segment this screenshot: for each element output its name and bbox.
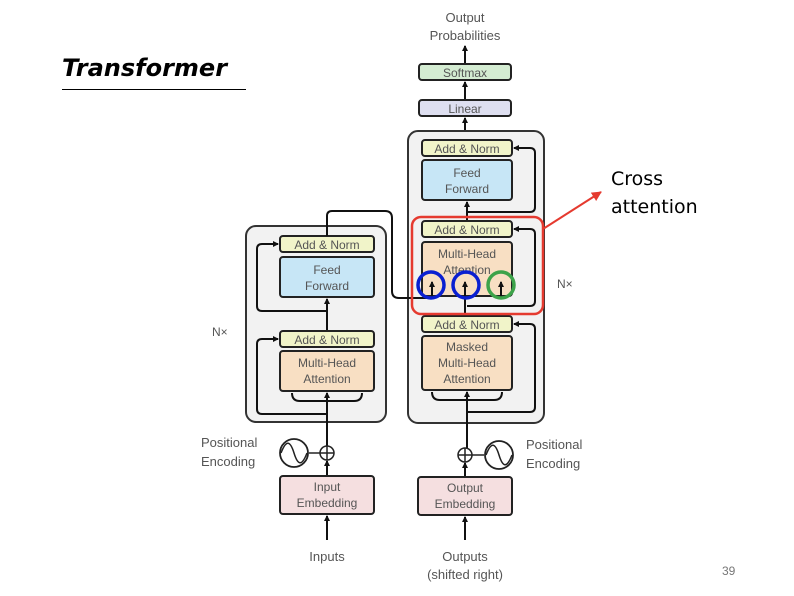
decoder-repeat-label: N× [557, 277, 573, 291]
decoder-residual-cross [467, 226, 536, 307]
cross-attention-highlight [410, 215, 545, 316]
output-probabilities-line2: Probabilities [430, 28, 501, 43]
decoder-feed-forward-line2: Forward [445, 182, 489, 196]
encoder-attention-line2: Attention [303, 372, 350, 386]
encoder-pe-line2: Encoding [201, 454, 255, 469]
encoder-attention [279, 350, 375, 392]
cross-attention-label-line1: Cross [611, 168, 664, 190]
encoder-pe-line1: Positional [201, 435, 257, 450]
output-probabilities-line1: Output [445, 10, 484, 25]
decoder-add-norm-bottom [421, 315, 513, 333]
encoder-to-decoder-connection [326, 210, 432, 299]
encoder-pe-wave [280, 442, 308, 464]
softmax-label: Softmax [443, 66, 487, 80]
cross-attention-label-line2: attention [611, 196, 698, 218]
decoder-pe-line2: Encoding [526, 456, 580, 471]
encoder-feed-forward [279, 256, 375, 298]
key-marker-circle [416, 270, 446, 300]
value-marker-circle [451, 270, 481, 300]
decoder-cross-attention-line1: Multi-Head [438, 247, 496, 261]
decoder-feed-forward-line1: Feed [453, 166, 480, 180]
output-embedding [417, 476, 513, 516]
encoder-add-op-plus [320, 446, 334, 460]
decoder-masked-attention-line2: Multi-Head [438, 356, 496, 370]
decoder-feed-forward [421, 159, 513, 201]
encoder-residual-attn [256, 336, 327, 415]
softmax-box [418, 63, 512, 81]
slide-title: Transformer [62, 54, 228, 82]
encoder-feed-forward-line2: Forward [305, 279, 349, 293]
linear-label: Linear [448, 102, 481, 116]
inputs-label: Inputs [309, 549, 345, 564]
encoder-block [245, 225, 387, 423]
encoder-add-norm-bottom [279, 330, 375, 348]
encoder-attention-line1: Multi-Head [298, 356, 356, 370]
decoder-add-norm-top [421, 139, 513, 157]
encoder-feed-forward-line1: Feed [313, 263, 340, 277]
outputs-label-line2: (shifted right) [427, 567, 503, 582]
decoder-add-norm-bottom-label: Add & Norm [434, 318, 499, 332]
decoder-add-norm-mid [421, 220, 513, 238]
query-marker-circle [486, 270, 516, 300]
decoder-pe-line1: Positional [526, 437, 582, 452]
outputs-label-line1: Outputs [442, 549, 488, 564]
output-embedding-line1: Output [447, 481, 484, 495]
title-underline [62, 89, 246, 90]
decoder-residual-masked [467, 321, 536, 413]
decoder-cross-attention-line2: Attention [443, 263, 490, 277]
decoder-add-norm-top-label: Add & Norm [434, 142, 499, 156]
decoder-masked-attention-line3: Attention [443, 372, 490, 386]
cross-attention-label: Cross attention [611, 165, 698, 221]
encoder-residual-ff [256, 241, 327, 312]
encoder-add-norm-bottom-label: Add & Norm [294, 333, 359, 347]
decoder-add-norm-mid-label: Add & Norm [434, 223, 499, 237]
decoder-residual-ff [467, 145, 536, 213]
encoder-repeat-label: N× [212, 325, 228, 339]
decoder-add-op-plus [458, 448, 472, 462]
linear-box [418, 99, 512, 117]
decoder-masked-attention-line1: Masked [446, 340, 488, 354]
input-embedding-line1: Input [314, 480, 341, 494]
input-embedding-line2: Embedding [297, 496, 358, 510]
page-number: 39 [722, 564, 736, 578]
input-embedding [279, 475, 375, 515]
decoder-masked-attention [421, 335, 513, 391]
output-embedding-line2: Embedding [435, 497, 496, 511]
decoder-pe-wave [485, 444, 513, 466]
encoder-add-norm-top-label: Add & Norm [294, 238, 359, 252]
cross-attention-pointer [542, 191, 602, 230]
